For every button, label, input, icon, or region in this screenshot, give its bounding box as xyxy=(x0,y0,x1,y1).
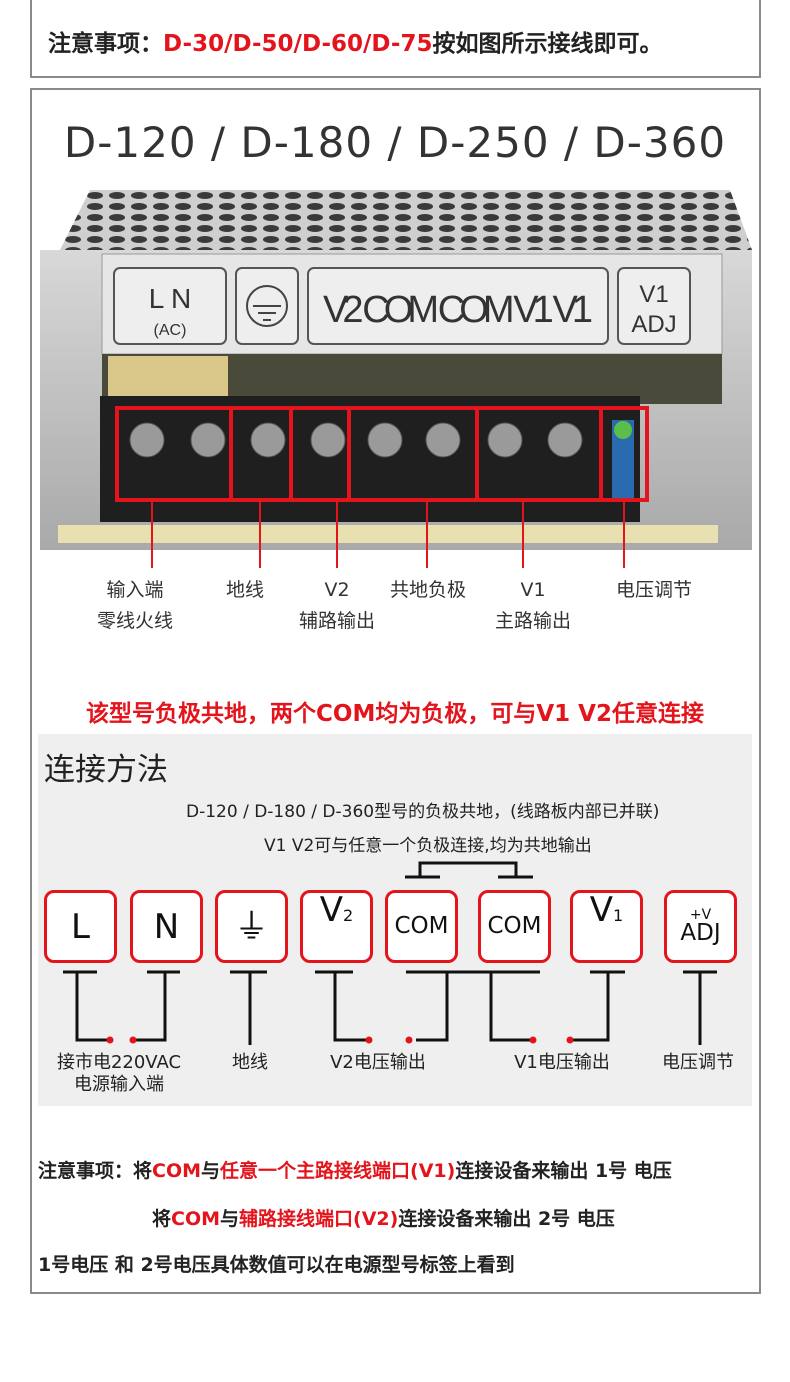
power-supply-photo: L N (AC) V2 COM COM V1 V1 V1 ADJ xyxy=(40,190,752,568)
plate-ac: L N xyxy=(149,283,192,314)
common-ground-warning: 该型号负极共地，两个COM均为负极，可与V1 V2任意连接 xyxy=(86,701,704,727)
main-box xyxy=(30,88,761,1294)
terminal-com-1: COM xyxy=(385,890,458,963)
ground-icon: ⏚ xyxy=(234,906,269,947)
callout-adj: 电压调节 xyxy=(615,579,692,601)
label-ground: 地线 xyxy=(232,1052,268,1073)
note-line-2: 将COM与辅路接线端口(V2)连接设备来输出 2号 电压 xyxy=(152,1208,615,1230)
terminal-com-2: COM xyxy=(478,890,551,963)
label-adj: 电压调节 xyxy=(662,1052,734,1073)
terminal-n: N xyxy=(130,890,203,963)
page-title: D-120 / D-180 / D-250 / D-360 xyxy=(63,118,727,167)
svg-text:V1: V1 xyxy=(639,281,668,308)
method-desc-1: D-120 / D-180 / D-360型号的负极共地，(线路板内部已并联) xyxy=(186,802,660,822)
top-note: 注意事项：D-30/D-50/D-60/D-75按如图所示接线即可。 xyxy=(48,31,663,57)
label-v2-output: V2电压输出 xyxy=(330,1052,426,1073)
note-line-3: 1号电压 和 2号电压具体数值可以在电源型号标签上看到 xyxy=(38,1254,515,1276)
svg-text:ADJ: ADJ xyxy=(631,311,676,338)
terminal-ground: ⏚ xyxy=(215,890,288,963)
svg-text:(AC): (AC) xyxy=(154,322,187,339)
callout-ground: 地线 xyxy=(225,579,264,601)
label-v1-output: V1电压输出 xyxy=(514,1052,610,1073)
wiring-lines xyxy=(63,861,717,1045)
terminal-l: L xyxy=(44,890,117,963)
method-desc-2: V1 V2可与任意一个负极连接,均为共地输出 xyxy=(264,836,592,856)
method-title: 连接方法 xyxy=(44,752,168,788)
callout-input: 输入端零线火线 xyxy=(96,579,173,632)
callout-com: 共地负极 xyxy=(389,579,466,601)
note-line-1: 注意事项：将COM与任意一个主路接线端口(V1)连接设备来输出 1号 电压 xyxy=(38,1160,672,1182)
plate-outputs: V2 COM COM V1 V1 xyxy=(323,289,593,331)
top-note-box xyxy=(30,0,761,78)
